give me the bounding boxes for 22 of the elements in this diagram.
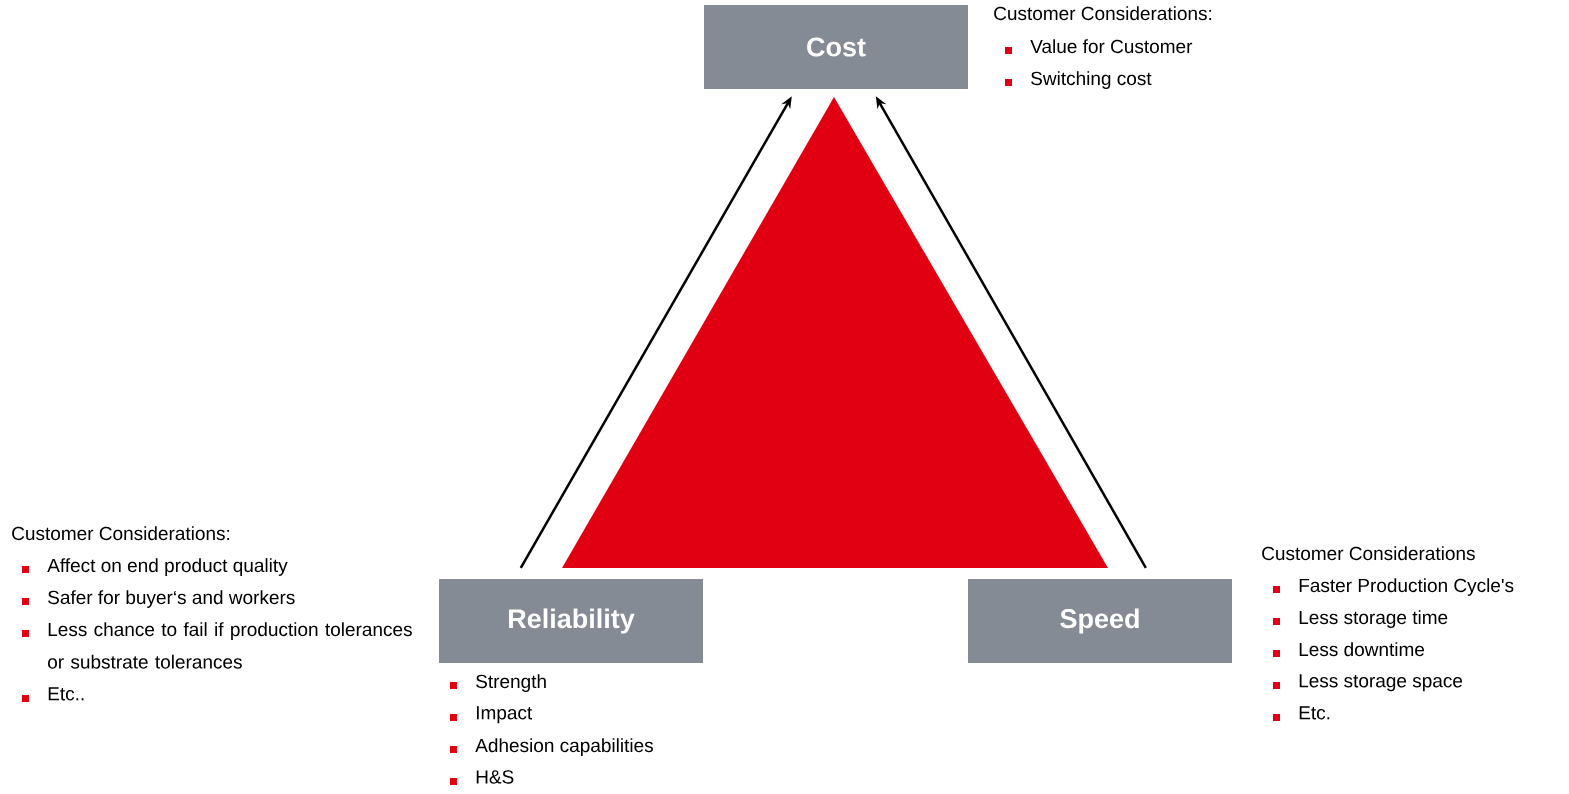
bullet-item: Switching cost: [1005, 71, 1152, 89]
list-heading: Customer Considerations: [1262, 546, 1475, 561]
list-heading: Customer Considerations:: [12, 526, 230, 541]
bullet-item: Value for Customer: [1005, 39, 1193, 54]
bullet-item: Affect on end product quality: [22, 558, 288, 576]
bullet-item: Less storage time: [1273, 610, 1448, 628]
label-box: Cost: [704, 5, 968, 89]
label-box: Speed: [968, 579, 1232, 663]
bullet-item: Safer for buyer‘s and workers: [22, 590, 295, 608]
bullet-item: Strength: [450, 674, 546, 692]
list-heading: Customer Considerations:: [994, 6, 1212, 21]
bullet-item: Etc..: [22, 687, 84, 702]
bullet-item: Adhesion capabilities: [450, 738, 653, 756]
bullet-item: Less downtime: [1273, 642, 1425, 657]
triangle: [562, 97, 1108, 568]
bullet-item: H&S: [450, 770, 514, 785]
bullet-item: Less chance to fail if production tolerances or substrate tolerances: [22, 622, 412, 669]
label-box: Reliability: [439, 579, 703, 663]
bullet-item: Impact: [450, 706, 533, 724]
bullet-item: Less storage space: [1273, 674, 1463, 692]
bullet-item: Etc.: [1273, 706, 1330, 721]
bullet-item: Faster Production Cycle's: [1273, 578, 1514, 596]
